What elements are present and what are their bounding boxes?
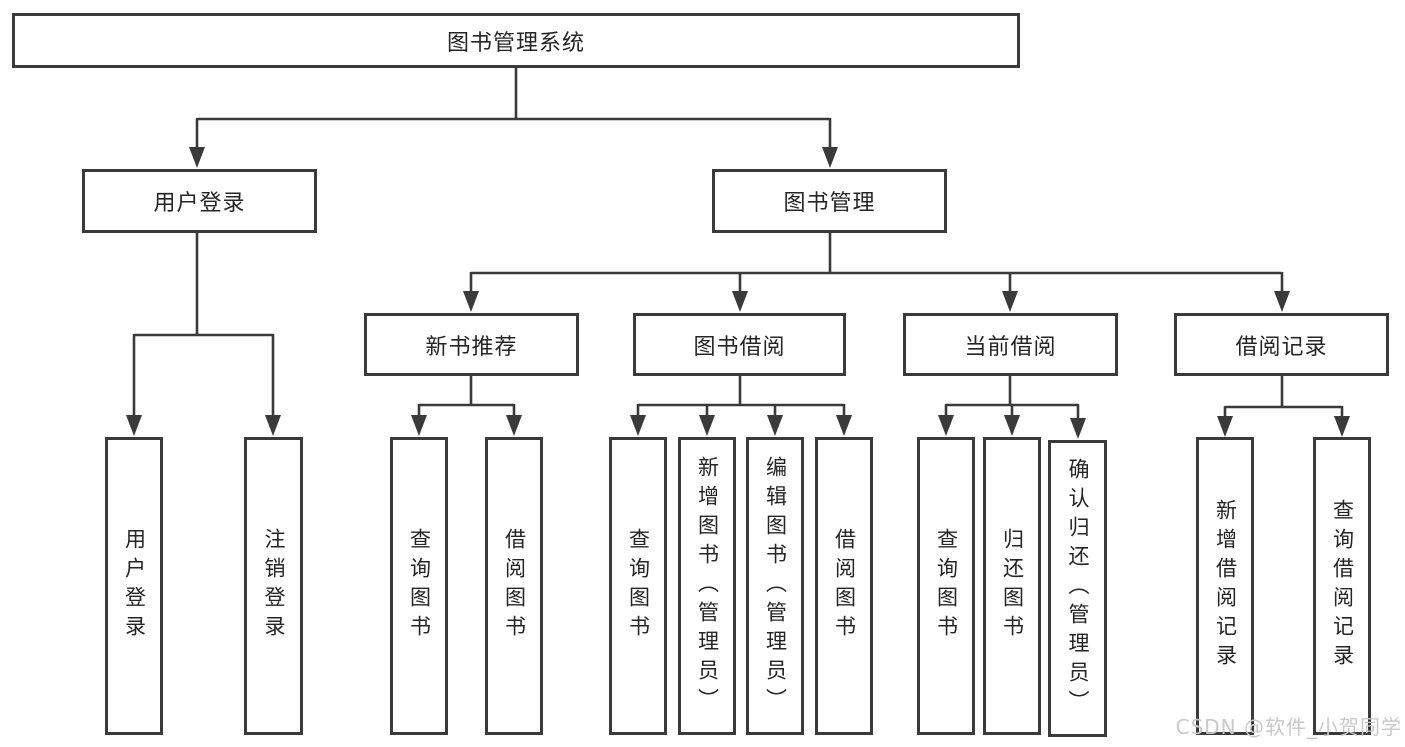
- node-current-borrow: 当前借阅: [903, 313, 1118, 376]
- arrowheads: [126, 147, 1350, 439]
- node-book-borrow: 图书借阅: [633, 313, 846, 376]
- leaf-query-borrow-record: 查询借阅记录: [1313, 437, 1371, 735]
- leaf-logout: 注销登录: [244, 437, 303, 735]
- node-book-management: 图书管理: [712, 169, 947, 233]
- leaf-newbook-borrow-book: 借阅图书: [485, 437, 543, 735]
- node-user-login: 用户登录: [82, 169, 317, 233]
- node-root: 图书管理系统: [12, 13, 1020, 68]
- leaf-borrow-query-book: 查询图书: [609, 437, 667, 735]
- node-new-book-recommend: 新书推荐: [364, 313, 579, 376]
- node-borrow-record: 借阅记录: [1174, 313, 1389, 376]
- leaf-add-book-admin: 新增图书（管理员）: [678, 437, 736, 735]
- leaf-add-borrow-record: 新增借阅记录: [1196, 437, 1254, 735]
- csdn-watermark: CSDN @软件_小贺同学: [1175, 715, 1402, 739]
- leaf-return-book: 归还图书: [983, 437, 1041, 735]
- leaf-current-query-book: 查询图书: [917, 437, 975, 735]
- leaf-edit-book-admin: 编辑图书（管理员）: [746, 437, 804, 735]
- leaf-newbook-query-book: 查询图书: [390, 437, 448, 735]
- leaf-user-login: 用户登录: [105, 437, 163, 735]
- leaf-borrow-borrow-book: 借阅图书: [815, 437, 873, 735]
- leaf-confirm-return-admin: 确认归还（管理员）: [1048, 440, 1107, 737]
